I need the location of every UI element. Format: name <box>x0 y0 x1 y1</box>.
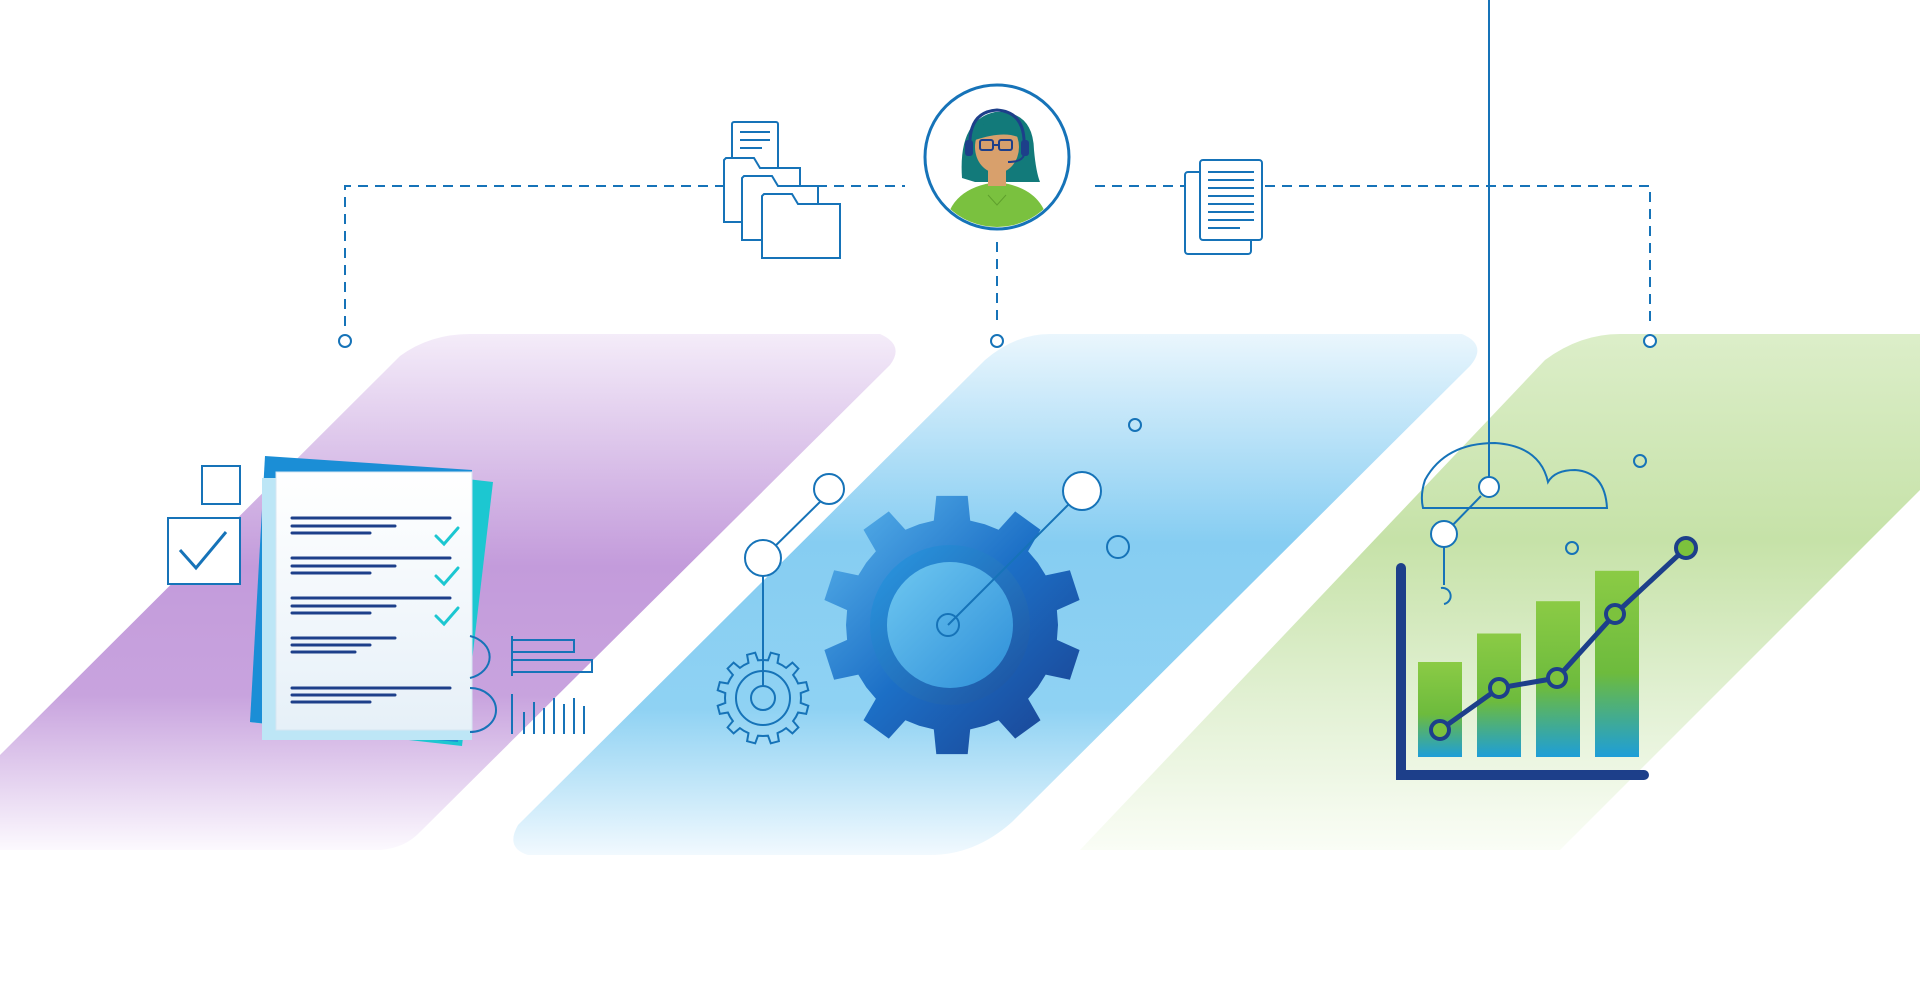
gear-outline-small-icon <box>716 473 845 745</box>
bar-chart-icon <box>1396 536 1698 780</box>
gear-icon <box>824 418 1142 755</box>
chart-axes <box>1396 563 1649 780</box>
documents-stack-icon <box>1184 159 1263 255</box>
folders-stack-icon <box>723 121 841 259</box>
trend-point <box>1488 677 1510 699</box>
connector-left <box>344 185 905 326</box>
cloud-icon <box>1420 0 1647 605</box>
trend-point <box>1674 536 1698 560</box>
trend-point <box>1546 667 1568 689</box>
checklist-document-icon <box>250 456 493 746</box>
node-right <box>1643 334 1657 348</box>
bar-graph-outline-icon <box>469 635 593 734</box>
connector-lines <box>344 185 1651 326</box>
node-left <box>338 334 352 348</box>
support-agent-headset-icon <box>923 83 1071 231</box>
connector-nodes <box>338 334 1657 348</box>
trend-point <box>1429 719 1451 741</box>
green-band <box>1080 334 1920 850</box>
node-center <box>990 334 1004 348</box>
chart-bar <box>1418 662 1462 757</box>
checkbox-icon <box>167 465 241 585</box>
chart-trend-line <box>1429 536 1698 741</box>
trend-point <box>1604 603 1626 625</box>
connector-right <box>1095 185 1651 326</box>
